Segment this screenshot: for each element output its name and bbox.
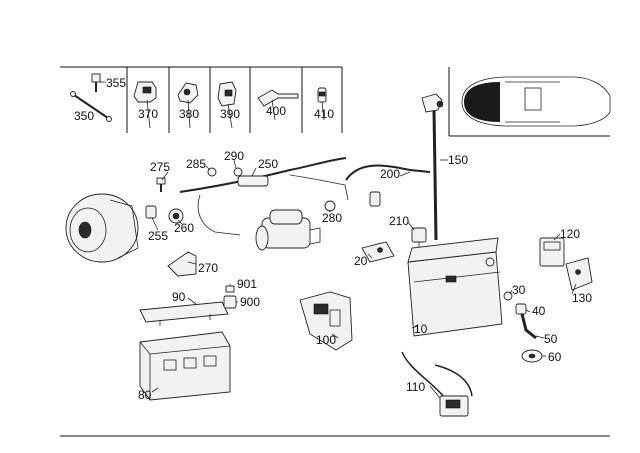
starter-motor[interactable]	[255, 209, 321, 251]
callout-80[interactable]: 80	[138, 388, 152, 402]
part-80-box[interactable]	[139, 331, 231, 401]
part-130-bracket[interactable]	[565, 257, 593, 291]
callout-350[interactable]: 350	[74, 109, 94, 123]
callout-285[interactable]: 285	[186, 157, 206, 171]
car-body-outline	[461, 76, 611, 127]
callout-10[interactable]: 10	[414, 322, 428, 336]
part-380-clip[interactable]	[177, 82, 199, 104]
vehicle-locator	[448, 67, 611, 137]
part-410-fuse[interactable]	[317, 87, 327, 103]
part-280-grommet[interactable]	[324, 200, 336, 212]
part-350-cable[interactable]	[70, 91, 112, 122]
part-20-cover[interactable]	[361, 241, 395, 263]
part-260-nut[interactable]	[168, 208, 184, 224]
callout-390[interactable]: 390	[220, 107, 240, 121]
callout-20[interactable]: 20	[354, 254, 368, 268]
callout-380[interactable]: 380	[179, 107, 199, 121]
part-900-relay[interactable]	[223, 295, 237, 309]
callout-50[interactable]: 50	[544, 332, 558, 346]
part-400-bracket[interactable]	[257, 89, 299, 107]
callout-150[interactable]: 150	[448, 153, 468, 167]
callout-210[interactable]: 210	[389, 214, 409, 228]
part-250-cable[interactable]	[179, 157, 349, 236]
callout-255[interactable]: 255	[148, 229, 168, 243]
callout-250[interactable]: 250	[258, 157, 278, 171]
callout-260[interactable]: 260	[174, 221, 194, 235]
part-40-hose-clamp[interactable]	[515, 303, 527, 315]
callout-270[interactable]: 270	[198, 261, 218, 275]
callout-400[interactable]: 400	[266, 104, 286, 118]
callout-900[interactable]: 900	[240, 295, 260, 309]
part-50-hose[interactable]	[520, 313, 537, 340]
callout-370[interactable]: 370	[138, 107, 158, 121]
callout-200[interactable]: 200	[380, 167, 400, 181]
leader-lines	[100, 81, 577, 399]
callout-60[interactable]: 60	[548, 350, 562, 364]
callout-901[interactable]: 901	[237, 277, 257, 291]
part-100-fusebox[interactable]	[299, 291, 353, 351]
callout-30[interactable]: 30	[512, 283, 526, 297]
callout-290[interactable]: 290	[224, 149, 244, 163]
part-60-grommet[interactable]	[521, 349, 543, 363]
part-270-bracket[interactable]	[167, 251, 197, 277]
part-370-clip[interactable]	[133, 81, 157, 103]
callout-90[interactable]: 90	[172, 290, 186, 304]
callout-100[interactable]: 100	[316, 333, 336, 347]
part-10-battery[interactable]	[407, 237, 503, 337]
callout-130[interactable]: 130	[572, 291, 592, 305]
part-355-bolt[interactable]	[91, 73, 101, 92]
small-parts-strip	[60, 66, 343, 133]
callout-355[interactable]: 355	[106, 76, 126, 90]
part-290-nut[interactable]	[233, 167, 243, 177]
callout-labels: 355 350 370 380 390 400 410 150 275 285 …	[74, 76, 592, 402]
part-110-harness[interactable]	[401, 351, 473, 417]
part-275-bolt[interactable]	[156, 177, 166, 192]
callout-110[interactable]: 110	[406, 380, 425, 394]
part-255-terminal[interactable]	[145, 205, 157, 219]
callout-280[interactable]: 280	[322, 211, 342, 225]
part-90-cover[interactable]	[139, 301, 229, 326]
callout-275[interactable]: 275	[150, 160, 170, 174]
callout-410[interactable]: 410	[314, 107, 334, 121]
part-200-cable[interactable]	[345, 164, 431, 207]
alternator[interactable]	[65, 193, 139, 263]
callout-40[interactable]: 40	[532, 304, 546, 318]
car-front-highlight	[464, 82, 500, 122]
car-sunroof	[524, 87, 542, 111]
part-150-cable[interactable]	[421, 93, 444, 241]
part-120-module[interactable]	[539, 237, 565, 267]
part-390-clip[interactable]	[217, 81, 237, 107]
callout-120[interactable]: 120	[560, 227, 580, 241]
part-901-relay-cap[interactable]	[225, 285, 235, 293]
